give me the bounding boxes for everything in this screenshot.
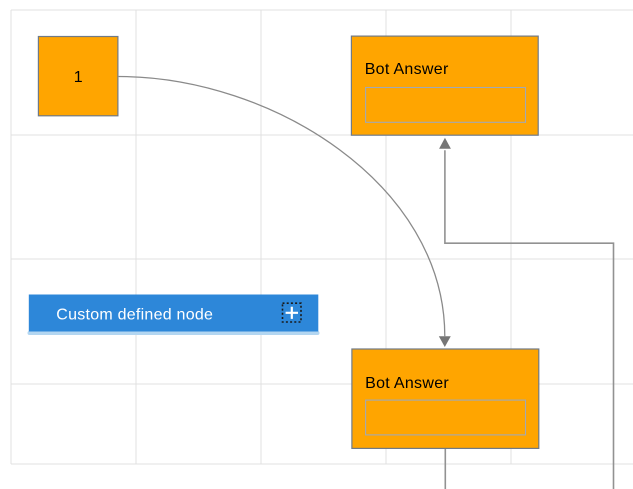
svg-text:Bot Answer: Bot Answer [365,375,449,392]
svg-text:1: 1 [74,69,83,86]
svg-text:Bot Answer: Bot Answer [365,61,449,78]
svg-text:Custom defined node: Custom defined node [56,306,213,323]
